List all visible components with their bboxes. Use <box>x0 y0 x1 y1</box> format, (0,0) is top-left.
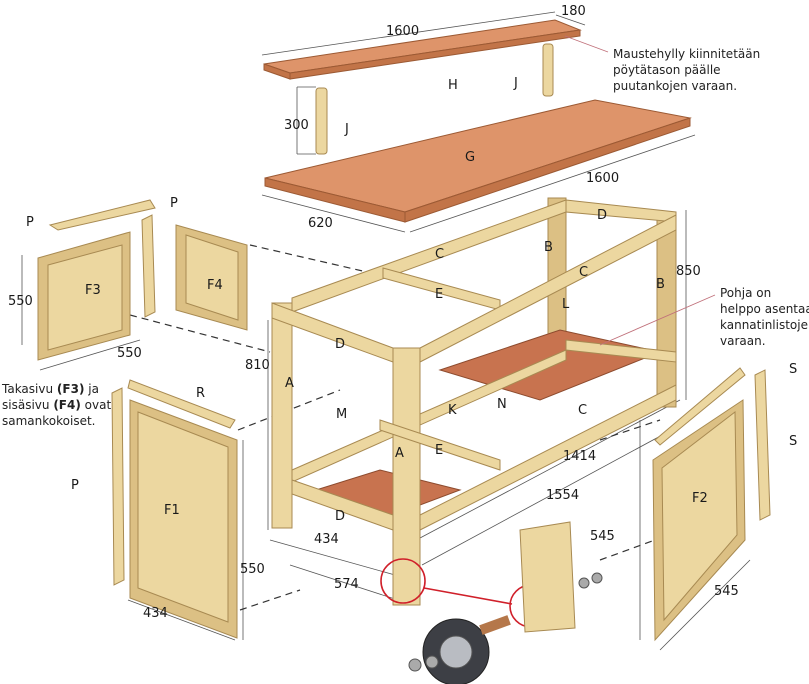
label-d: D <box>597 208 607 223</box>
label-p: P <box>71 478 79 493</box>
label-f2: F2 <box>692 491 708 506</box>
svg-text:helppo asentaa: helppo asentaa <box>720 302 809 316</box>
tabletop-g <box>264 99 692 223</box>
svg-text:varaan.: varaan. <box>720 334 766 348</box>
bottom-note: Pohja on helppo asentaa kannatinlistojen… <box>720 286 809 348</box>
label-d: D <box>335 509 345 524</box>
label-c: C <box>435 247 444 262</box>
label-b: B <box>544 240 553 255</box>
label-a: A <box>285 376 294 391</box>
label-l: L <box>562 297 570 312</box>
dimension-labels: 180 1600 300 1600 620 550 550 850 810 14… <box>8 4 739 621</box>
label-p: P <box>26 215 34 230</box>
part-labels: H J J G P P F3 F4 F1 F2 P R S S A A B B … <box>26 76 797 524</box>
svg-text:pöytätason päälle: pöytätason päälle <box>613 63 721 77</box>
label-a: A <box>395 446 404 461</box>
dim-frame-outer-length: 1554 <box>546 488 579 503</box>
label-e: E <box>435 443 443 458</box>
label-r: R <box>196 386 205 401</box>
frame <box>271 197 677 606</box>
dim-frame-height-back: 850 <box>676 264 701 279</box>
svg-text:kannatinlistojen: kannatinlistojen <box>720 318 809 332</box>
side-note: Takasivu (F3) ja sisäsivu (F4) ovat sama… <box>1 382 111 428</box>
label-m: M <box>336 407 347 422</box>
label-d: D <box>335 337 345 352</box>
shelf-h <box>263 19 582 80</box>
wheel-detail <box>380 521 603 684</box>
label-b: B <box>656 277 665 292</box>
svg-text:Takasivu (F3) ja: Takasivu (F3) ja <box>1 382 99 396</box>
svg-text:sisäsivu (F4) ovat: sisäsivu (F4) ovat <box>2 398 111 412</box>
dim-top-length: 1600 <box>586 171 619 186</box>
label-k: K <box>448 403 457 418</box>
label-p: P <box>170 196 178 211</box>
dim-frame-inner-length: 1414 <box>563 449 596 464</box>
dim-top-depth: 620 <box>308 216 333 231</box>
label-g: G <box>465 150 475 165</box>
dim-f1-height: 550 <box>240 562 265 577</box>
svg-text:puutankojen varaan.: puutankojen varaan. <box>613 79 737 93</box>
dim-f2-width: 545 <box>714 584 739 599</box>
label-c: C <box>579 265 588 280</box>
shelf-note: Maustehylly kiinnitetään pöytätason pääl… <box>613 47 760 93</box>
label-j: J <box>344 122 349 137</box>
label-s: S <box>789 362 797 377</box>
dim-shelf-length: 1600 <box>386 24 419 39</box>
svg-text:Pohja on: Pohja on <box>720 286 771 300</box>
dowel-j-right <box>542 43 554 97</box>
dim-f2-height: 545 <box>590 529 615 544</box>
label-j: J <box>513 76 518 91</box>
label-c: C <box>578 403 587 418</box>
panels <box>37 199 771 642</box>
label-h: H <box>448 78 458 93</box>
label-n: N <box>497 397 507 412</box>
label-f1: F1 <box>164 503 180 518</box>
label-s: S <box>789 434 797 449</box>
svg-text:Maustehylly kiinnitetään: Maustehylly kiinnitetään <box>613 47 760 61</box>
dim-shelf-depth: 180 <box>561 4 586 19</box>
label-e: E <box>435 287 443 302</box>
dowel-j-left <box>315 87 328 155</box>
dim-frame-height-front: 810 <box>245 358 270 373</box>
svg-text:samankokoiset.: samankokoiset. <box>2 414 95 428</box>
dim-frame-depth-outer: 574 <box>334 577 359 592</box>
dim-dowel-height: 300 <box>284 118 309 133</box>
label-f4: F4 <box>207 278 223 293</box>
dimension-lines <box>21 11 751 651</box>
dim-f1-width: 434 <box>143 606 168 621</box>
dim-f3-width: 550 <box>117 346 142 361</box>
dim-frame-depth: 434 <box>314 532 339 547</box>
label-f3: F3 <box>85 283 101 298</box>
dim-f3-height: 550 <box>8 294 33 309</box>
